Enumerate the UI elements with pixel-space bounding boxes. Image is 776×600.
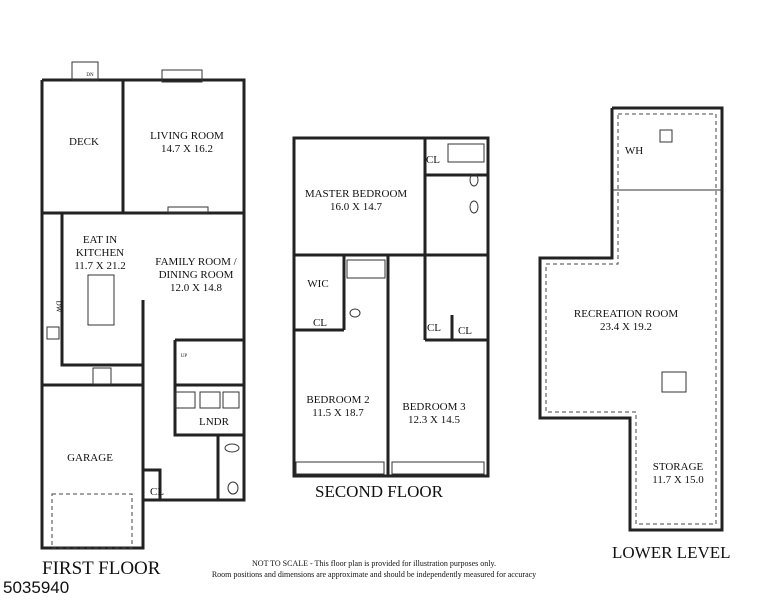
first-floor-walls — [40, 61, 246, 550]
room-name: BEDROOM 3 — [402, 401, 466, 413]
room-closet: CL — [150, 486, 164, 499]
lower-level-title: LOWER LEVEL — [612, 543, 731, 562]
room-closet: CL — [313, 317, 327, 330]
second-floor-title: SECOND FLOOR — [315, 482, 443, 501]
room-name: LIVING ROOM — [150, 130, 224, 142]
disclaimer-line: Room positions and dimensions are approx… — [211, 570, 537, 579]
room-name: LNDR — [199, 416, 229, 428]
room-name: CL — [312, 317, 328, 329]
room-closet: CL — [458, 325, 472, 338]
stair-up-label: UP — [180, 354, 188, 359]
room-dims: 11.7 X 15.0 — [652, 474, 704, 486]
room-dims: 14.7 X 16.2 — [161, 143, 213, 155]
room-name: EAT IN KITCHEN — [75, 234, 125, 259]
room-closet: CL — [427, 322, 441, 335]
disclaimer: NOT TO SCALE - This floor plan is provid… — [212, 558, 536, 580]
room-deck: DECK — [69, 136, 99, 149]
stair-down-label: DN — [86, 73, 94, 78]
room-name: RECREATION ROOM — [573, 308, 679, 320]
room-closet: CL — [426, 154, 440, 167]
room-name: CL — [426, 322, 442, 334]
room-name: GARAGE — [67, 452, 113, 464]
first-floor-title: FIRST FLOOR — [42, 558, 161, 579]
room-dims: 12.0 X 14.8 — [170, 282, 222, 294]
dishwasher-label: DW — [54, 300, 63, 313]
room-name: CL — [457, 325, 473, 337]
room-dims: 16.0 X 14.7 — [330, 201, 382, 213]
room-name: CL — [425, 154, 441, 166]
room-name: DECK — [69, 136, 99, 148]
listing-id: 5035940 — [3, 578, 70, 597]
lower-level-walls — [538, 106, 724, 532]
room-name: MASTER BEDROOM — [304, 188, 408, 200]
room-dims: 12.3 X 14.5 — [408, 414, 460, 426]
room-garage: GARAGE — [67, 452, 113, 465]
second-floor-walls — [292, 136, 490, 478]
room-dims: 23.4 X 19.2 — [600, 321, 652, 333]
room-name: WH — [624, 145, 644, 157]
disclaimer-line: NOT TO SCALE - This floor plan is provid… — [252, 559, 496, 568]
room-water-heater: WH — [625, 145, 643, 158]
room-laundry: LNDR — [199, 416, 229, 429]
room-dims: 11.7 X 21.2 — [74, 260, 126, 272]
room-name: CL — [149, 486, 165, 498]
room-name: STORAGE — [652, 461, 704, 473]
room-name: FAMILY ROOM / DINING ROOM — [155, 256, 237, 281]
room-wic: WIC — [307, 278, 328, 291]
room-name: WIC — [307, 278, 329, 290]
room-dims: 11.5 X 18.7 — [312, 407, 364, 419]
room-name: BEDROOM 2 — [306, 394, 370, 406]
